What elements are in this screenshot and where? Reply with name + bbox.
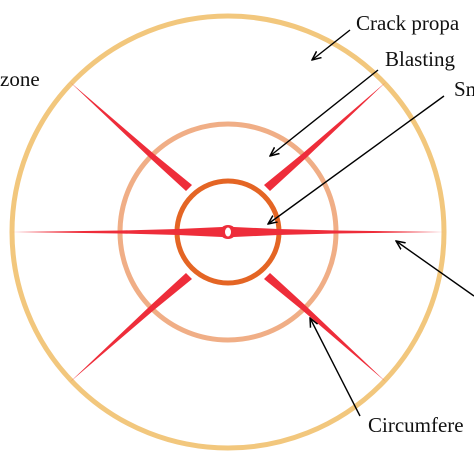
borehole	[220, 225, 236, 239]
label-circumferential: Circumfere	[368, 413, 464, 437]
arrow-crack-propagation	[312, 29, 351, 60]
arrow-zone	[396, 241, 474, 297]
crack-left	[12, 229, 178, 235]
label-blasting: Blasting	[385, 47, 456, 71]
arrow-smash	[268, 95, 445, 224]
crack-down-right	[264, 273, 386, 382]
crack-down-left	[70, 273, 192, 382]
label-zone: zone	[0, 67, 40, 91]
arrow-circumferential	[310, 318, 361, 417]
radial-cracks	[12, 82, 444, 382]
label-crack-propagation: Crack propa	[356, 11, 460, 35]
label-smash: Sm	[454, 77, 474, 101]
annotation-arrows	[268, 29, 474, 417]
crack-up-right	[264, 82, 386, 191]
crack-right	[278, 229, 444, 235]
crack-up-left	[70, 82, 192, 191]
arrow-blasting	[270, 69, 379, 156]
